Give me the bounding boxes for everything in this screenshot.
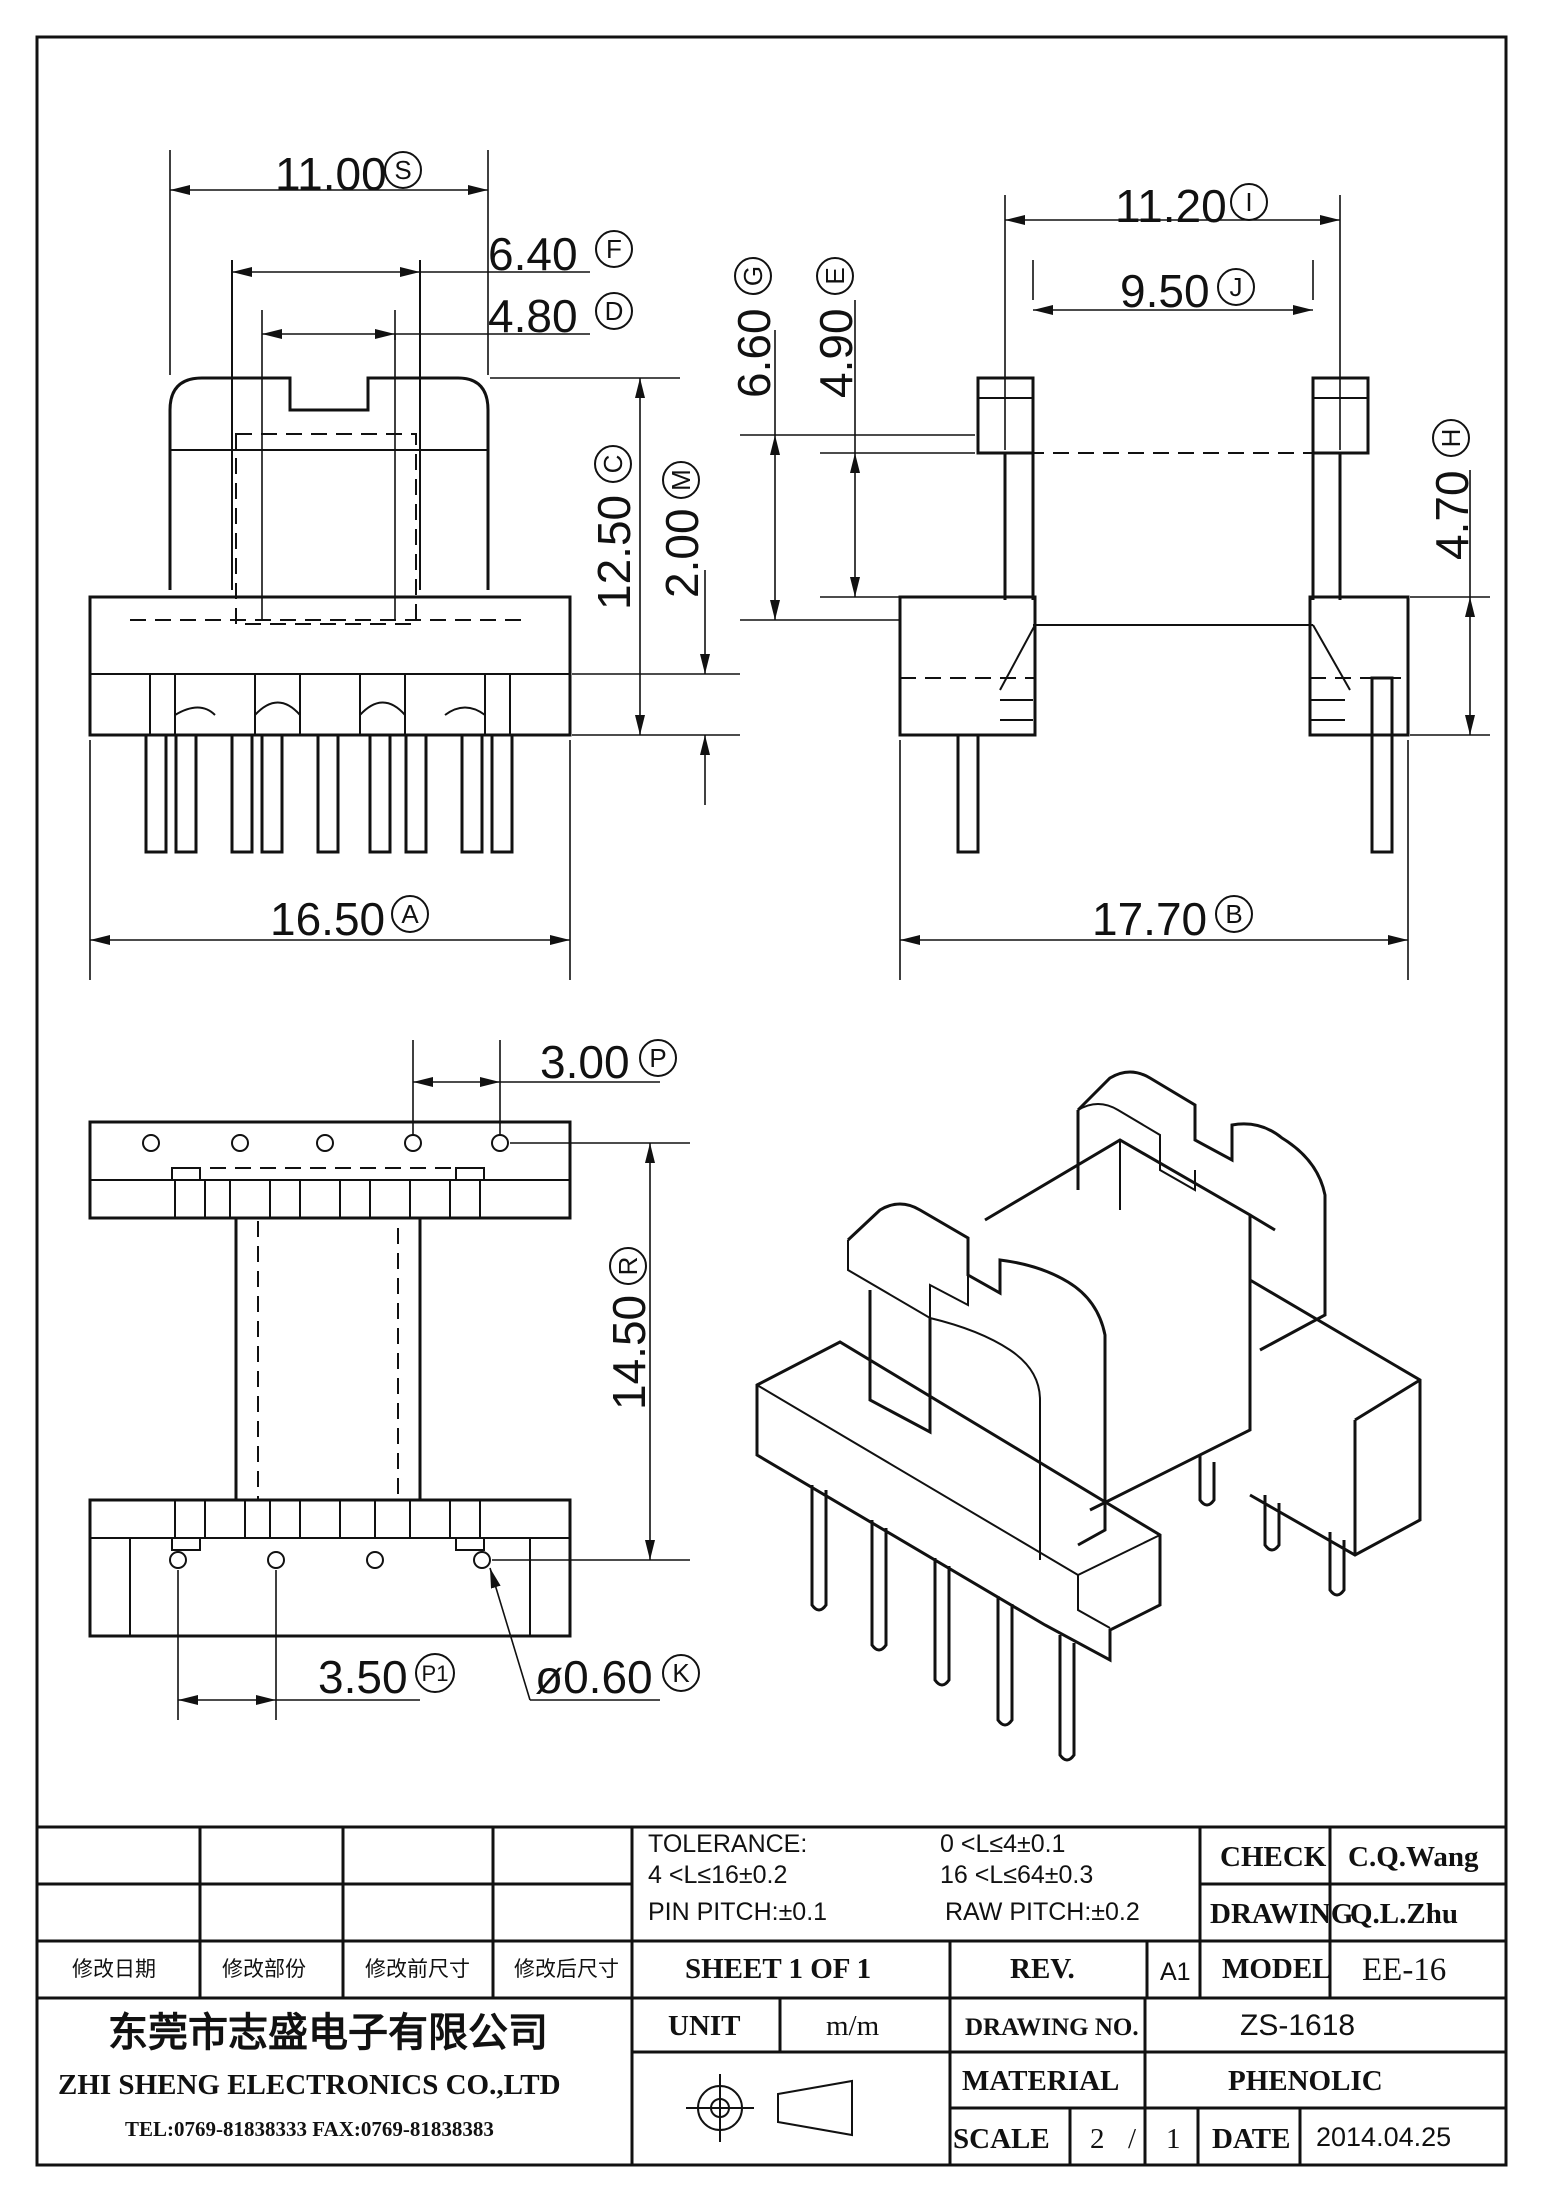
drawing-label: DRAWING xyxy=(1210,1898,1353,1930)
dim-p1: 3.50 P1 xyxy=(318,1651,455,1703)
dim-f-value: 6.40 xyxy=(488,228,578,280)
date-value: 2014.04.25 xyxy=(1316,2122,1451,2152)
dim-k: ø0.60 K xyxy=(535,1651,700,1703)
drawing-frame xyxy=(35,35,1508,2167)
raw-pitch: RAW PITCH:±0.2 xyxy=(945,1898,1140,1926)
rev-header-date: 修改日期 xyxy=(72,1957,156,1981)
dim-i-value: 11.20 xyxy=(1115,180,1227,232)
dim-i-code: I xyxy=(1245,187,1252,217)
dim-m-code: M xyxy=(666,469,696,491)
dim-e: 4.90 E xyxy=(810,257,862,398)
dim-d-value: 4.80 xyxy=(488,290,578,342)
check-value: C.Q.Wang xyxy=(1348,1841,1479,1873)
sheet-number: SHEET 1 OF 1 xyxy=(685,1953,871,1985)
drawing-no-label: DRAWING NO. xyxy=(965,2014,1139,2041)
dim-d: 4.80 D xyxy=(488,290,633,342)
dim-p: 3.00 P xyxy=(540,1036,677,1088)
dim-f: 6.40 F xyxy=(488,228,633,280)
company-name-en: ZHI SHENG ELECTRONICS CO.,LTD xyxy=(58,2069,561,2101)
dim-e-code: E xyxy=(820,267,850,284)
rev-header-after: 修改后尺寸 xyxy=(514,1957,619,1981)
dim-s-code: S xyxy=(394,155,411,185)
pin-pitch: PIN PITCH:±0.1 xyxy=(648,1898,827,1926)
scale-separator: / xyxy=(1128,2123,1137,2155)
dim-b: 17.70 B xyxy=(1092,893,1253,945)
dim-h-value: 4.70 xyxy=(1426,470,1478,560)
dim-b-code: B xyxy=(1225,899,1242,929)
isometric-pins xyxy=(810,1455,1346,1762)
tolerance-range-2: 4 <L≤16±0.2 xyxy=(648,1861,787,1889)
dim-g-code: G xyxy=(738,266,768,286)
tolerance-range-3: 16 <L≤64±0.3 xyxy=(940,1861,1093,1889)
dim-f-code: F xyxy=(606,234,622,264)
front-view xyxy=(88,150,740,980)
dim-j: 9.50 J xyxy=(1120,265,1255,317)
dim-p1-value: 3.50 xyxy=(318,1651,408,1703)
dim-j-value: 9.50 xyxy=(1120,265,1210,317)
dim-b-value: 17.70 xyxy=(1092,893,1207,945)
dim-e-value: 4.90 xyxy=(810,308,862,398)
isometric-view xyxy=(755,1070,1422,1762)
dim-r-code: R xyxy=(613,1257,643,1276)
material-label: MATERIAL xyxy=(962,2065,1119,2097)
dimension-labels: 11.00 S 6.40 F 4.80 D 12.50 C 2.00 M 16.… xyxy=(270,148,1478,1703)
material-value: PHENOLIC xyxy=(1228,2065,1383,2097)
dim-c: 12.50 C xyxy=(588,445,640,610)
dim-p-value: 3.00 xyxy=(540,1036,630,1088)
dim-h-code: H xyxy=(1436,429,1466,448)
company-name-cn: 东莞市志盛电子有限公司 xyxy=(108,2010,548,2056)
dim-c-code: C xyxy=(598,455,628,474)
dim-a-code: A xyxy=(401,899,419,929)
rev-label: REV. xyxy=(1010,1953,1075,1985)
dim-k-value: ø0.60 xyxy=(535,1651,653,1703)
model-value: EE-16 xyxy=(1362,1952,1446,1988)
dim-c-value: 12.50 xyxy=(588,495,640,610)
check-label: CHECK xyxy=(1220,1841,1327,1873)
dim-p-code: P xyxy=(649,1043,666,1073)
dim-r: 14.50 R xyxy=(603,1247,655,1410)
scale-numerator: 2 xyxy=(1090,2123,1105,2155)
unit-label: UNIT xyxy=(668,2010,741,2042)
title-block-text: TOLERANCE: 0 <L≤4±0.1 4 <L≤16±0.2 16 <L≤… xyxy=(58,1830,1479,2155)
dim-h: 4.70 H xyxy=(1426,419,1478,560)
dim-s-value: 11.00 xyxy=(275,148,387,200)
rev-header-part: 修改部份 xyxy=(222,1957,306,1981)
dim-k-code: K xyxy=(672,1658,690,1688)
company-contact: TEL:0769-81838333 FAX:0769-81838383 xyxy=(125,2117,494,2141)
model-label: MODEL xyxy=(1222,1953,1332,1985)
unit-value: m/m xyxy=(826,2010,880,2042)
rev-value: A1 xyxy=(1160,1958,1191,1986)
front-view-pins xyxy=(144,733,514,854)
bottom-view xyxy=(88,1040,690,1720)
dim-r-value: 14.50 xyxy=(603,1295,655,1410)
scale-label: SCALE xyxy=(953,2123,1050,2155)
dim-m: 2.00 M xyxy=(656,461,708,598)
side-view xyxy=(740,195,1490,980)
dim-g: 6.60 G xyxy=(728,257,780,398)
dim-s: 11.00 S xyxy=(275,148,422,200)
date-label: DATE xyxy=(1212,2123,1290,2155)
tolerance-range-1: 0 <L≤4±0.1 xyxy=(940,1830,1065,1858)
drawing-no-value: ZS-1618 xyxy=(1240,2009,1355,2042)
scale-denominator: 1 xyxy=(1166,2123,1181,2155)
pin-holes xyxy=(142,1134,509,1569)
dim-a-value: 16.50 xyxy=(270,893,385,945)
dim-i: 11.20 I xyxy=(1115,180,1268,232)
title-block xyxy=(37,1825,1506,2165)
rev-header-before: 修改前尺寸 xyxy=(365,1957,470,1981)
dim-p1-code: P1 xyxy=(422,1661,449,1686)
dim-a: 16.50 A xyxy=(270,893,429,945)
dim-m-value: 2.00 xyxy=(656,508,708,598)
dim-j-code: J xyxy=(1230,272,1243,302)
tolerance-label: TOLERANCE: xyxy=(648,1830,807,1858)
projection-symbol-icon xyxy=(686,2074,853,2142)
dim-g-value: 6.60 xyxy=(728,308,780,398)
dim-d-code: D xyxy=(605,296,624,326)
drawing-value: Q.L.Zhu xyxy=(1350,1898,1458,1930)
